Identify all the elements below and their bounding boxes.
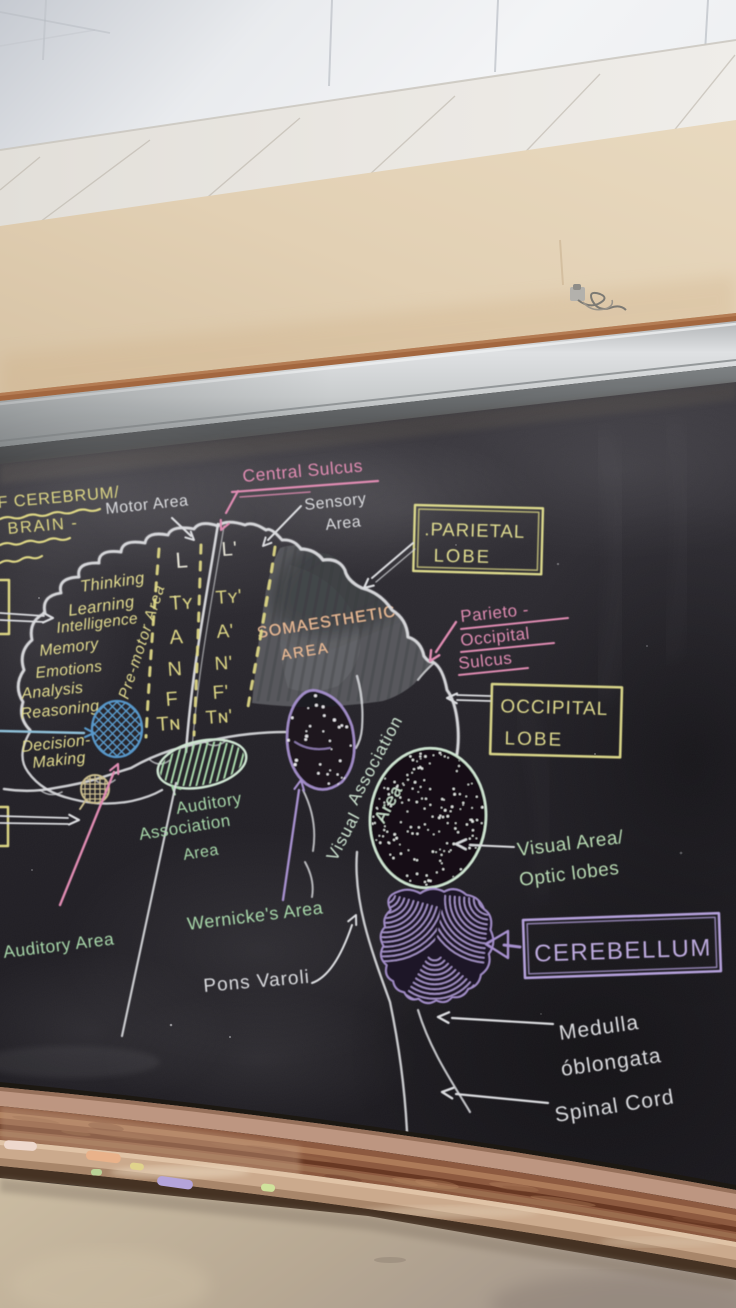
svg-text:.PARIETAL: .PARIETAL xyxy=(424,518,525,542)
svg-text:L: L xyxy=(175,547,189,573)
svg-text:OCCIPITAL: OCCIPITAL xyxy=(500,696,608,720)
svg-text:Tɴ: Tɴ xyxy=(156,712,182,736)
svg-text:CEREBELLUM: CEREBELLUM xyxy=(534,934,713,967)
svg-text:Tɴ': Tɴ' xyxy=(205,706,234,729)
svg-text:Tʏ: Tʏ xyxy=(169,591,194,615)
svg-text:A: A xyxy=(169,626,185,649)
svg-text:Area: Area xyxy=(325,513,362,534)
svg-text:Emotions: Emotions xyxy=(35,658,103,682)
svg-text:Making: Making xyxy=(32,749,87,771)
svg-text:F': F' xyxy=(212,682,230,704)
svg-text:LOBE: LOBE xyxy=(433,545,491,567)
svg-text:N': N' xyxy=(214,653,234,675)
svg-text:Area: Area xyxy=(182,842,220,864)
svg-text:F: F xyxy=(165,688,179,711)
svg-text:N: N xyxy=(167,658,183,681)
svg-text:L': L' xyxy=(221,538,238,561)
svg-text:LOBE: LOBE xyxy=(504,728,563,751)
svg-text:Sensory: Sensory xyxy=(304,491,368,514)
svg-text:Analysis: Analysis xyxy=(20,680,84,703)
svg-text:A': A' xyxy=(216,621,235,643)
svg-text:Tʏ': Tʏ' xyxy=(215,586,243,609)
